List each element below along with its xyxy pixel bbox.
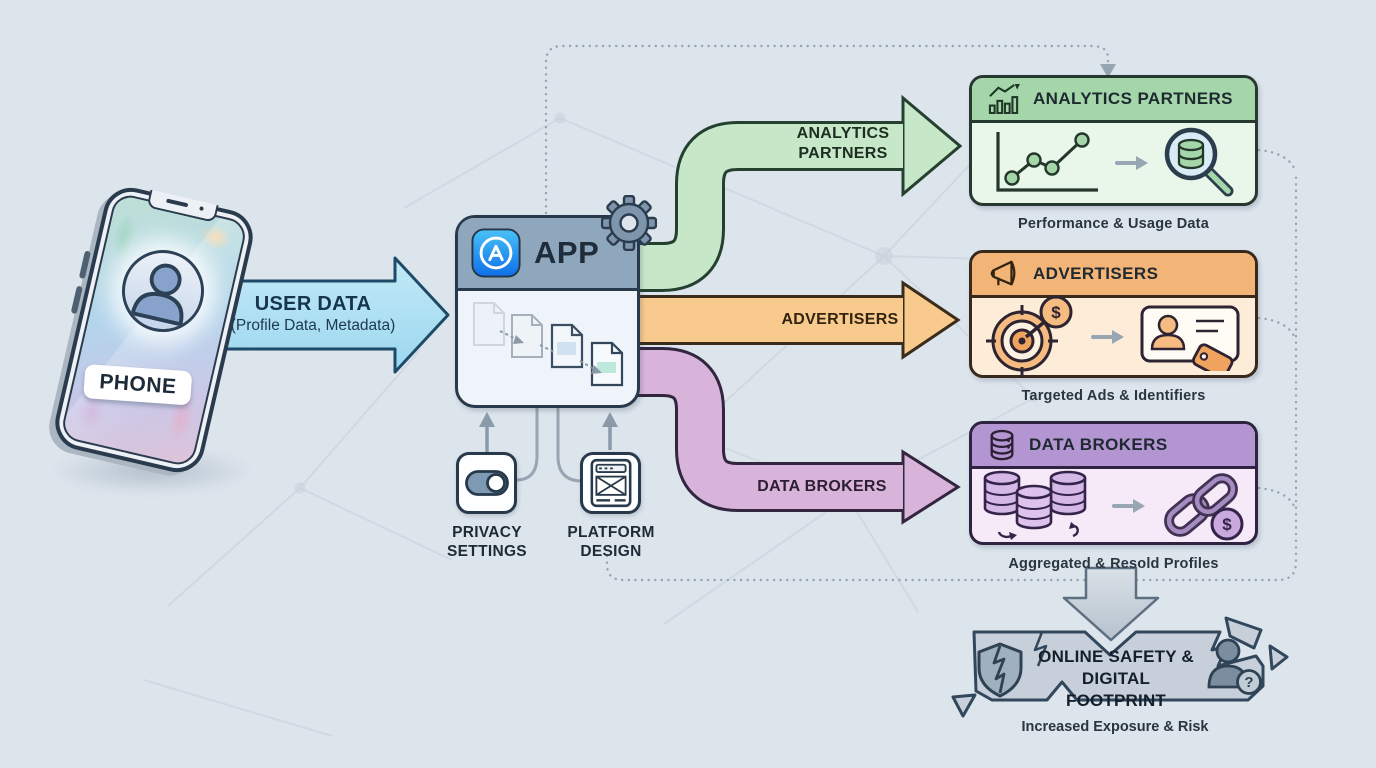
phone-screen: PHONE: [59, 191, 249, 469]
app-box-body: [458, 291, 637, 405]
control-connectors: [515, 408, 583, 483]
control-up-arrows: [485, 426, 612, 452]
outcome-box-shape: [951, 616, 1289, 718]
privacy-settings-box: [456, 452, 517, 514]
database-icon: [990, 429, 1014, 461]
data-brokers-arrow-label: DATA BROKERS: [757, 478, 887, 495]
advertisers-flow-arrow: [615, 280, 961, 360]
data-brokers-flow-arrow: [615, 347, 961, 525]
user-question-icon: ?: [1207, 638, 1262, 695]
data-brokers-caption: Aggregated & Resold Profiles: [1008, 556, 1219, 572]
id-card-tag-icon: [1140, 305, 1239, 371]
data-brokers-body: $: [972, 469, 1255, 542]
broken-shield-icon: [977, 642, 1023, 698]
app-store-icon: [471, 228, 521, 278]
user-data-title: USER DATA: [254, 293, 372, 315]
svg-text:$: $: [1222, 515, 1232, 534]
phone-illustration: PHONE: [49, 182, 259, 478]
platform-design-label: PLATFORM DESIGN: [567, 524, 655, 560]
analytics-arrow-label: ANALYTICS PARTNERS: [796, 125, 890, 162]
wireframe-icon: [590, 458, 631, 508]
advertisers-arrow-label: ADVERTISERS: [781, 311, 899, 328]
app-title: APP: [534, 235, 600, 270]
analytics-partners-header: ANALYTICS PARTNERS: [972, 78, 1255, 123]
analytics-partners-caption: Performance & Usage Data: [1018, 216, 1209, 232]
risk-down-arrow: [1062, 566, 1160, 642]
analytics-flow-arrow: [615, 94, 963, 292]
privacy-settings-label: PRIVACY SETTINGS: [447, 524, 527, 560]
advertisers-caption: Targeted Ads & Identifiers: [1021, 388, 1206, 404]
arrow-right-icon: [1114, 156, 1148, 170]
speaker-icon: [166, 198, 189, 207]
platform-design-box: [580, 452, 641, 514]
line-chart-icon: [995, 132, 1098, 192]
dotted-feedback-lines: [544, 44, 1298, 582]
analytics-partners-box: ANALYTICS PARTNERS: [969, 75, 1258, 206]
data-brokers-box: DATA BROKERS: [969, 421, 1258, 545]
advertisers-box: ADVERTISERS $: [969, 250, 1258, 378]
analytics-partners-body: [972, 123, 1255, 203]
svg-text:?: ?: [1244, 674, 1253, 691]
target-dollar-icon: $: [985, 295, 1072, 377]
chain-dollar-icon: $: [1163, 472, 1243, 540]
document-flow-icon: [473, 302, 624, 387]
data-brokers-title: DATA BROKERS: [1029, 435, 1168, 454]
advertisers-header: ADVERTISERS: [972, 253, 1255, 298]
outcome-title: ONLINE SAFETY & DIGITAL FOOTPRINT: [1038, 647, 1194, 710]
outcome-caption: Increased Exposure & Risk: [1021, 719, 1209, 735]
user-avatar-icon: [113, 242, 213, 341]
dotted-arrowhead: [1100, 64, 1116, 78]
bar-chart-icon: [988, 84, 1020, 114]
arrow-right-icon: [1111, 498, 1145, 513]
user-data-subtitle: (Profile Data, Metadata): [230, 317, 396, 334]
megaphone-icon: [990, 260, 1016, 286]
advertisers-title: ADVERTISERS: [1033, 264, 1159, 283]
analytics-partners-title: ANALYTICS PARTNERS: [1033, 89, 1233, 108]
svg-text:$: $: [1051, 303, 1061, 322]
arrow-right-icon: [1090, 329, 1124, 344]
data-brokers-header: DATA BROKERS: [972, 424, 1255, 469]
app-box-header: APP: [458, 218, 637, 291]
database-cluster-icon: [983, 470, 1086, 540]
advertisers-body: $: [972, 295, 1255, 377]
camera-icon: [198, 205, 205, 211]
app-box: APP: [455, 215, 640, 408]
gear-icon: [601, 195, 657, 251]
magnifier-database-icon: [1164, 127, 1233, 197]
toggle-icon: [464, 470, 509, 496]
